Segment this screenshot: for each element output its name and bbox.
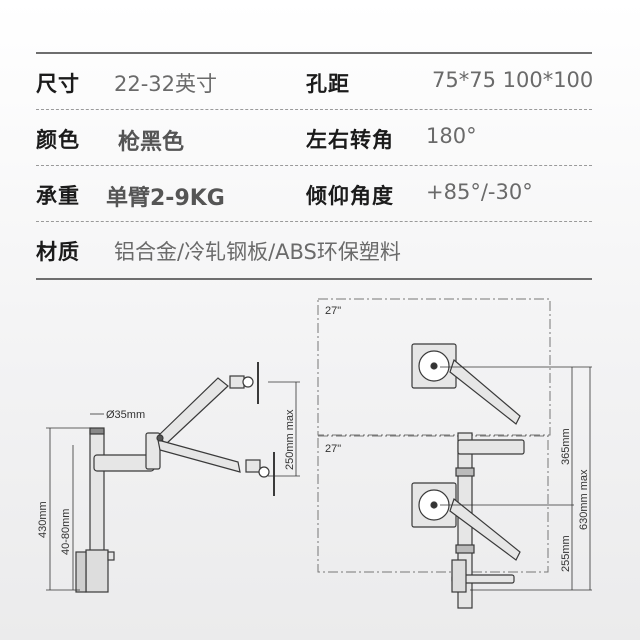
bottom-rule — [36, 278, 592, 280]
spec-row-material: 材质 铝合金/冷轧钢板/ABS环保塑料 — [36, 222, 592, 278]
color-value: 枪黑色 — [118, 130, 185, 155]
size-value: 22-32英寸 — [114, 72, 218, 96]
spec-row-size: 尺寸 22-32英寸 孔距 75*75 100*100 — [36, 54, 594, 110]
clamp-range-label: 40-80mm — [60, 509, 72, 555]
front-view-diagram — [411, 343, 525, 609]
upper-dim-label: 365mm — [560, 428, 572, 465]
material-value: 铝合金/冷轧钢板/ABS环保塑料 — [114, 240, 401, 264]
swivel-label: 左右转角 — [306, 128, 394, 152]
tilt-label: 倾仰角度 — [306, 184, 394, 208]
lower-dim-label: 255mm — [560, 535, 572, 572]
load-value: 单臂2-9KG — [106, 186, 225, 211]
spec-row-color: 颜色 枪黑色 左右转角 180° — [36, 110, 592, 166]
vertical-travel-label: 250mm max — [284, 409, 296, 470]
height-total-label: 430mm — [37, 501, 49, 538]
hole-spacing-label: 孔距 — [306, 72, 350, 96]
front-view-dimensions — [440, 366, 592, 591]
screen-outlines — [317, 298, 551, 573]
swivel-value: 180° — [426, 124, 477, 148]
spec-row-load: 承重 单臂2-9KG 倾仰角度 +85°/-30° — [36, 166, 592, 222]
load-label: 承重 — [36, 184, 80, 208]
side-view-dimensions — [46, 381, 300, 591]
tilt-value: +85°/-30° — [426, 180, 533, 204]
size-label: 尺寸 — [36, 72, 80, 96]
total-dim-label: 630mm max — [578, 469, 590, 530]
spec-table: 尺寸 22-32英寸 孔距 75*75 100*100 颜色 枪黑色 左右转角 … — [36, 52, 594, 280]
color-label: 颜色 — [36, 128, 80, 152]
hole-spacing-value: 75*75 100*100 — [432, 68, 594, 92]
screen-size-bottom: 27" — [325, 443, 341, 455]
top-rule — [36, 52, 592, 54]
pole-diameter-label: Ø35mm — [106, 409, 145, 421]
material-label: 材质 — [36, 240, 80, 264]
screen-size-top: 27" — [325, 305, 341, 317]
side-view-diagram — [75, 362, 275, 593]
